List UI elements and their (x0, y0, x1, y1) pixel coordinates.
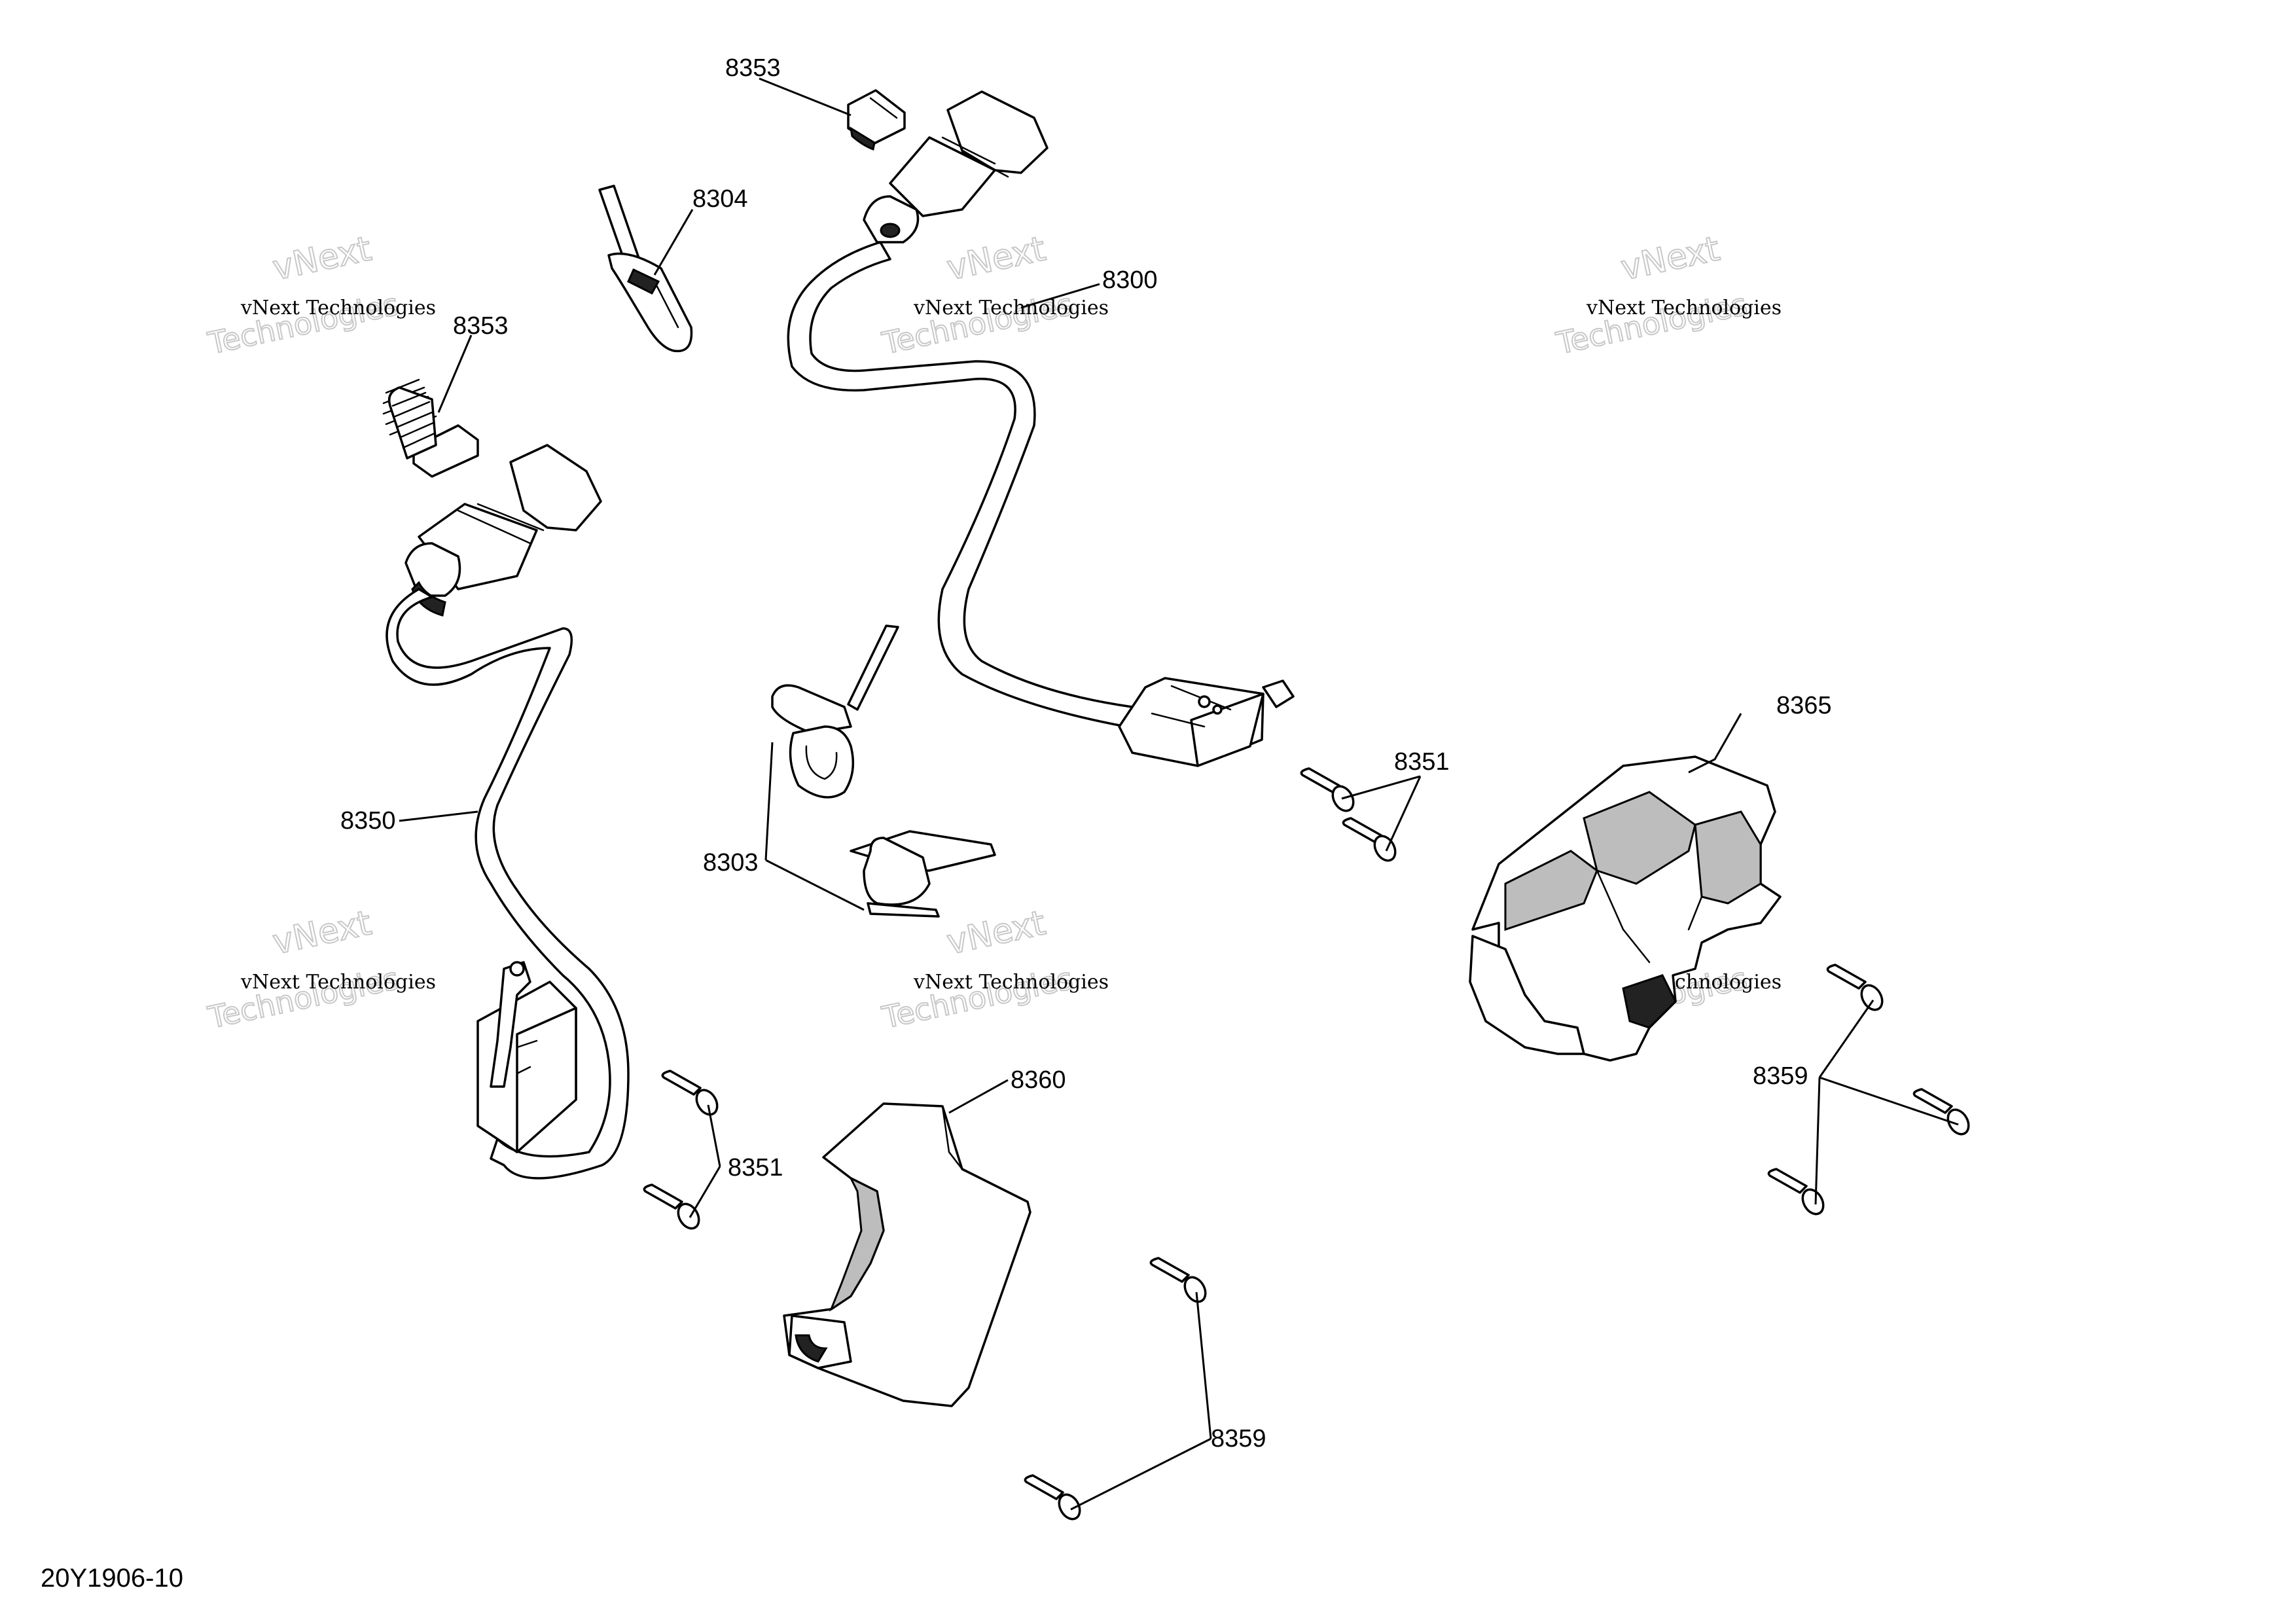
callout-8304: 8304 (692, 185, 748, 213)
callout-8351-right: 8351 (1394, 748, 1450, 776)
watermark-4: vNext Technologies (204, 903, 403, 1036)
callout-8300: 8300 (1102, 266, 1158, 294)
callout-labels: 8353 8304 8353 8300 8350 8303 8351 8365 … (340, 54, 1832, 1453)
part-8351-screws-right (1300, 767, 1397, 862)
part-8359-screws-right (1767, 964, 1970, 1216)
callout-8359-bottom: 8359 (1211, 1425, 1266, 1453)
part-8351-screws-left (643, 1070, 719, 1230)
part-8300-harness (787, 90, 1295, 767)
watermark-2: vNext Technologies (878, 228, 1077, 362)
leader-lines (399, 77, 1959, 1511)
part-8353-top-cap (847, 89, 906, 151)
watermark-big-5: vNext (1618, 229, 1723, 288)
diagram-code: 20Y1906-10 (41, 1564, 183, 1593)
watermark-big-1: vNext (270, 229, 375, 288)
watermark-big-3: vNext (944, 229, 1049, 288)
part-8303-clips (771, 624, 996, 918)
callout-8353-left: 8353 (453, 312, 509, 340)
part-8360-guard (783, 1102, 1031, 1407)
watermark-small-5: vNext Technologies (913, 971, 1109, 994)
callout-8359-right: 8359 (1753, 1062, 1808, 1090)
watermark-1: vNext Technologies (204, 228, 403, 362)
callout-8365: 8365 (1776, 692, 1832, 719)
part-8359-screws-bottom (1024, 1257, 1207, 1521)
watermark-3: vNext Technologies (1552, 228, 1751, 362)
watermark-5: vNext Technologies (878, 903, 1077, 1036)
watermark-big-7: vNext (270, 903, 375, 962)
callout-8303: 8303 (703, 849, 759, 876)
part-8353-left-cap (382, 378, 479, 478)
callout-8360: 8360 (1011, 1066, 1066, 1094)
callout-8351-left: 8351 (728, 1154, 783, 1182)
watermark-small-2: vNext Technologies (913, 297, 1109, 319)
part-8304-clip (598, 185, 693, 353)
callout-8350: 8350 (340, 807, 396, 835)
callout-8353-top: 8353 (725, 54, 781, 82)
watermark-small-3: vNext Technologies (1586, 297, 1782, 319)
watermark-small-4: vNext Technologies (240, 971, 436, 994)
part-8365-guard (1469, 755, 1782, 1062)
watermark-small-1: vNext Technologies (240, 297, 436, 319)
watermark-big-9: vNext (944, 903, 1049, 962)
part-8350-harness (386, 444, 630, 1180)
